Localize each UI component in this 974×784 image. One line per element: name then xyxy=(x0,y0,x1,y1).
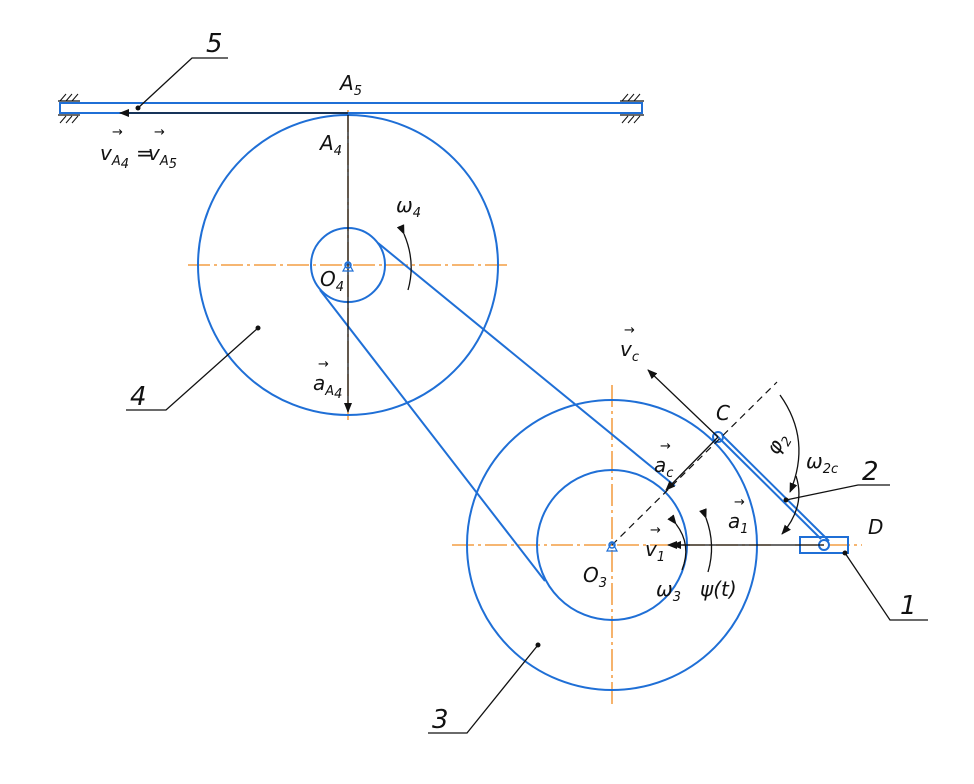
center-lines xyxy=(188,110,862,708)
psi-arc xyxy=(699,508,713,573)
rack-5 xyxy=(58,93,644,124)
svg-text:→: → xyxy=(660,439,671,454)
part-number-5: 5 xyxy=(206,29,223,59)
label-O4: O4 xyxy=(320,267,344,295)
label-D: D xyxy=(868,515,883,539)
label-psi: ψ(t) xyxy=(700,577,737,601)
svg-text:→: → xyxy=(318,357,329,372)
dashed-o3-c xyxy=(611,381,778,546)
label-O3: O3 xyxy=(583,563,607,591)
svg-text:→: → xyxy=(734,495,745,510)
omega4-arc xyxy=(396,224,412,291)
svg-text:vc: vc xyxy=(620,337,639,365)
label-omega4: ω4 xyxy=(396,193,421,221)
svg-text:→: → xyxy=(112,125,123,140)
pivot-o3 xyxy=(605,540,619,552)
label-vC: → vc xyxy=(620,323,639,365)
label-a1: → a1 xyxy=(728,495,749,537)
svg-text:aA4: aA4 xyxy=(313,371,342,402)
svg-text:vA4: vA4 xyxy=(100,141,129,172)
label-omega3: ω3 xyxy=(656,577,681,605)
velocity-vC-arrow xyxy=(647,369,719,438)
label-vA4-eq-vA5: → vA4 = → vA5 xyxy=(100,125,177,172)
label-aA4: → aA4 xyxy=(313,357,342,402)
label-v1: → v1 xyxy=(645,523,665,565)
acceleration-aC-arrow xyxy=(665,436,719,491)
phi2-arc xyxy=(779,394,800,493)
support-hatching xyxy=(59,93,641,124)
label-C: C xyxy=(716,401,730,425)
label-A4: A4 xyxy=(318,131,342,159)
label-omega2c: ω2c xyxy=(806,449,838,477)
pivot-o4 xyxy=(341,260,355,272)
leader-lines xyxy=(126,57,928,734)
omega2c-arc xyxy=(781,475,800,535)
svg-text:→: → xyxy=(624,323,635,338)
svg-text:=: = xyxy=(136,141,153,165)
svg-text:v1: v1 xyxy=(645,537,665,565)
part-number-1: 1 xyxy=(900,591,917,621)
svg-text:→: → xyxy=(650,523,661,538)
label-A5: A5 xyxy=(338,71,362,99)
part-number-2: 2 xyxy=(862,457,879,487)
svg-text:vA5: vA5 xyxy=(148,141,177,172)
label-phi2: φ2 xyxy=(761,428,796,461)
belt xyxy=(319,242,676,582)
part-number-4: 4 xyxy=(130,382,147,412)
svg-text:→: → xyxy=(154,125,165,140)
label-aC: → ac xyxy=(654,439,673,481)
part-number-3: 3 xyxy=(432,705,449,735)
svg-text:ac: ac xyxy=(654,453,673,481)
omega3-arc xyxy=(667,514,687,571)
svg-text:a1: a1 xyxy=(728,509,749,537)
